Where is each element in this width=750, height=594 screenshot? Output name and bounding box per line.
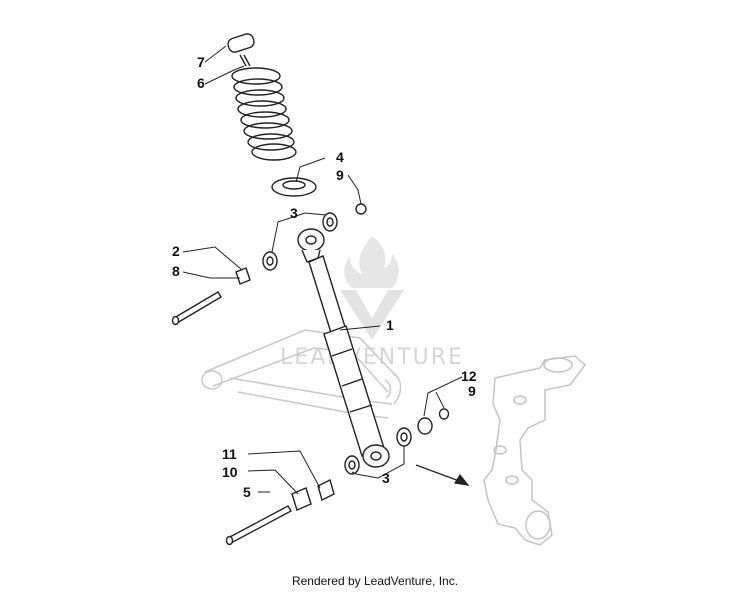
callout-10: 10 bbox=[222, 464, 238, 480]
spring-seat bbox=[271, 177, 317, 197]
callout-3-upper: 3 bbox=[290, 205, 298, 221]
callout-3-lower: 3 bbox=[382, 470, 390, 486]
coil-spring bbox=[231, 67, 297, 161]
leader-lines bbox=[182, 45, 463, 495]
callout-2: 2 bbox=[172, 243, 180, 259]
callout-12: 12 bbox=[461, 368, 477, 384]
callout-9-upper: 9 bbox=[336, 167, 344, 183]
callout-6: 6 bbox=[197, 75, 205, 91]
upper-hardware bbox=[171, 203, 367, 326]
watermark-text: LEADVENTURE bbox=[280, 345, 464, 370]
lower-hardware bbox=[225, 408, 450, 546]
render-credit: Rendered by LeadVenture, Inc. bbox=[291, 574, 459, 588]
callouts: 7 6 4 9 3 2 8 1 12 9 11 10 3 5 bbox=[172, 54, 477, 500]
watermark-v-icon bbox=[340, 290, 404, 340]
assembly-arrow bbox=[415, 464, 470, 486]
arrowhead-icon bbox=[454, 473, 470, 486]
leadventure-watermark: LEADVENTURE bbox=[280, 236, 464, 370]
callout-9-lower: 9 bbox=[468, 383, 476, 399]
spring-retainer bbox=[227, 33, 255, 67]
callout-5: 5 bbox=[243, 484, 251, 500]
callout-1: 1 bbox=[386, 317, 394, 333]
callout-11: 11 bbox=[222, 446, 237, 462]
watermark-flame-icon bbox=[344, 236, 399, 288]
callout-7: 7 bbox=[197, 54, 205, 70]
steering-knuckle bbox=[483, 355, 587, 546]
callout-8: 8 bbox=[172, 263, 180, 279]
callout-4: 4 bbox=[336, 149, 344, 165]
shock-absorber bbox=[297, 228, 390, 468]
